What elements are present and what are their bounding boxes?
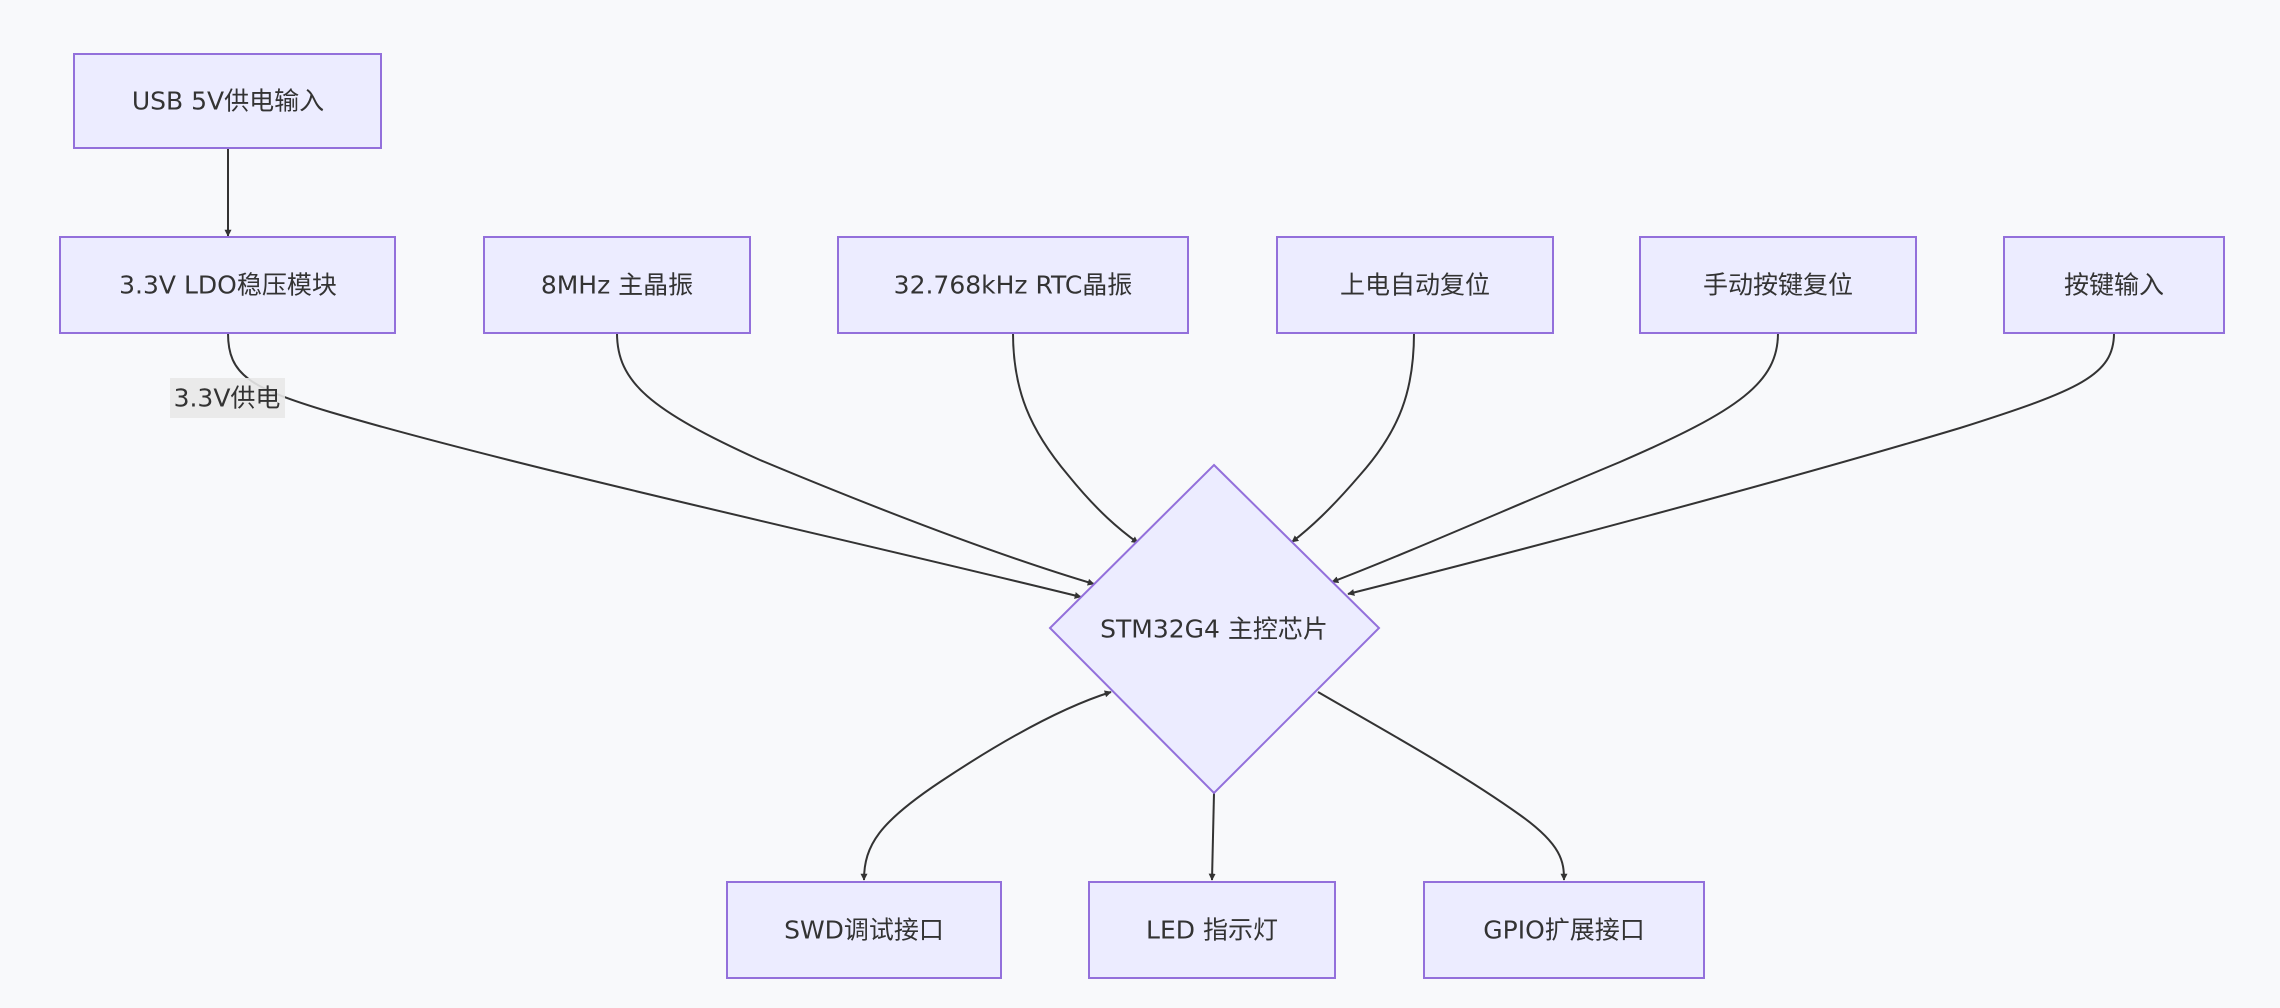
node-main-crystal[interactable]: 8MHz 主晶振 [483,236,751,334]
edge-mcu-to-led [1208,792,1216,881]
node-diamond [1048,463,1381,795]
node-manual-reset[interactable]: 手动按键复位 [1639,236,1917,334]
edge-swd-mcu-bidirectional [860,690,1112,881]
node-label: 32.768kHz RTC晶振 [894,271,1133,300]
edge-ldo-to-mcu [227,332,1082,599]
node-box [837,236,1189,334]
node-label: USB 5V供电输入 [132,87,324,116]
node-box [2003,236,2225,334]
node-label: 按键输入 [2064,271,2164,300]
node-label: SWD调试接口 [784,916,944,945]
node-rtc-crystal[interactable]: 32.768kHz RTC晶振 [837,236,1189,334]
node-gpio-expansion[interactable]: GPIO扩展接口 [1423,881,1705,979]
edge-mcu-to-gpio [1317,691,1568,881]
node-label: 手动按键复位 [1703,271,1853,300]
node-usb-power-input[interactable]: USB 5V供电输入 [73,53,382,149]
edge-lse-to-mcu [1012,332,1139,544]
node-box [1639,236,1917,334]
edge-hse-to-mcu [616,332,1095,586]
node-box [1088,881,1336,979]
node-box [1423,881,1705,979]
node-key-input[interactable]: 按键输入 [2003,236,2225,334]
node-box [59,236,396,334]
node-label: 8MHz 主晶振 [541,271,693,300]
nodes: USB 5V供电输入 3.3V LDO稳压模块 8MHz 主晶振 32.768k… [59,53,2225,979]
node-ldo-regulator[interactable]: 3.3V LDO稳压模块 [59,236,396,334]
node-label: 3.3V LDO稳压模块 [119,271,337,300]
node-power-on-reset[interactable]: 上电自动复位 [1276,236,1554,334]
node-led-indicator[interactable]: LED 指示灯 [1088,881,1336,979]
node-mcu-diamond[interactable]: STM32G4 主控芯片 [1048,463,1381,795]
node-label: 上电自动复位 [1340,271,1490,300]
node-swd-debug[interactable]: SWD调试接口 [726,881,1002,979]
edge-rst-to-mcu [1331,332,1779,584]
edge-label-background [170,378,285,418]
node-box [1276,236,1554,334]
edge-label-text: 3.3V供电 [174,384,281,413]
node-box [483,236,751,334]
edge-key-to-mcu [1347,332,2115,596]
node-label: GPIO扩展接口 [1483,916,1645,945]
node-label: LED 指示灯 [1146,916,1278,945]
node-box [726,881,1002,979]
node-box [73,53,382,149]
edge-por-to-mcu [1291,332,1415,543]
node-label: STM32G4 主控芯片 [1100,615,1328,644]
edge-label-power: 3.3V供电 [170,378,285,418]
